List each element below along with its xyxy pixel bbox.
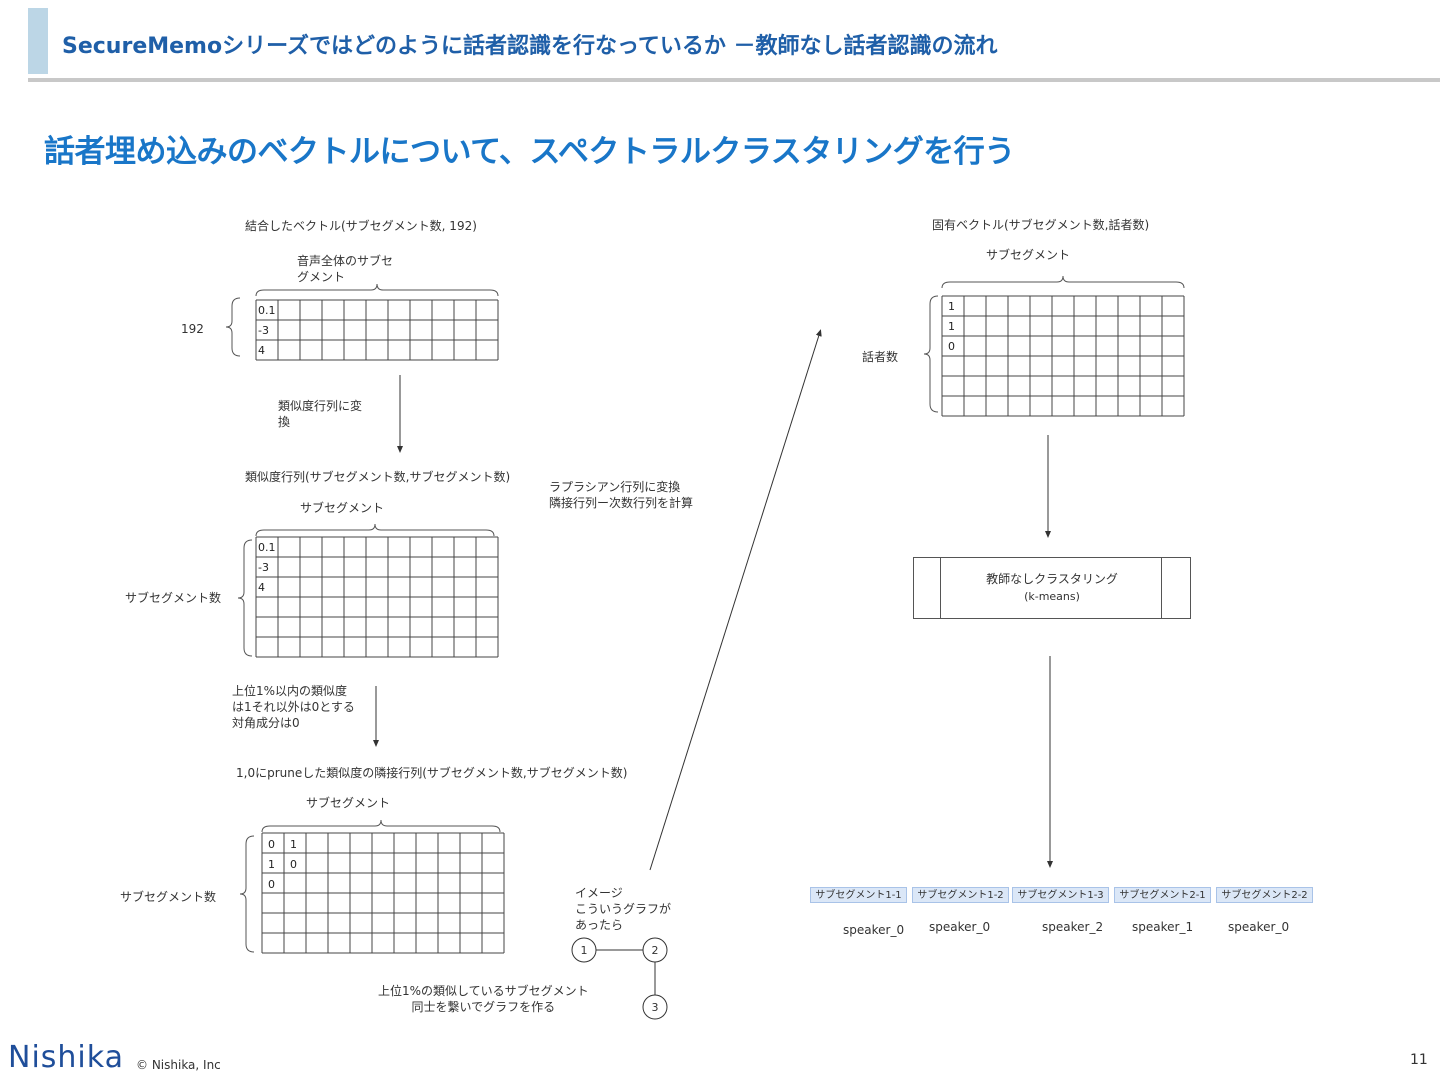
- graph-node-2: [642, 937, 668, 963]
- matrix1-col-brace: [255, 283, 499, 297]
- segment-box: サブセグメント1-1: [810, 887, 907, 903]
- eigen-matrix-row-label: 話者数: [862, 350, 899, 364]
- matrix2-row-label: サブセグメント数: [125, 591, 222, 605]
- eigen-matrix-row-brace: [923, 295, 939, 413]
- header-divider: [28, 78, 1440, 82]
- matrix1-row-brace: [225, 297, 241, 357]
- speaker-label: speaker_1: [1132, 920, 1194, 934]
- matrix1-cell: 4: [258, 344, 265, 357]
- matrix3-cell: 1: [268, 858, 275, 871]
- matrix3-col-brace: [261, 819, 501, 833]
- page-number: 11: [1410, 1052, 1428, 1068]
- matrix2-cell: 0.1: [258, 541, 276, 554]
- matrix1-col-label: 音声全体のサブセ グメント: [297, 254, 394, 284]
- matrix1-cell: 0.1: [258, 304, 276, 317]
- segment-box: サブセグメント1-2: [912, 887, 1009, 903]
- laplacian-note: ラプラシアン行列に変換 隣接行列ー次数行列を計算: [549, 480, 694, 510]
- matrix3-cell: 0: [268, 838, 275, 851]
- clustering-method: (k-means): [1024, 590, 1080, 603]
- matrix1-grid: [255, 299, 499, 361]
- step-similarity-note: 類似度行列に変 換: [278, 399, 363, 429]
- graph-caption: 上位1%の類似しているサブセグメント 同士を繋いでグラフを作る: [378, 984, 589, 1014]
- speaker-label: speaker_2: [1042, 920, 1104, 934]
- matrix3-cell: 0: [290, 858, 297, 871]
- graph-node-1: [571, 937, 597, 963]
- matrix2-title: 類似度行列(サブセグメント数,サブセグメント数): [245, 470, 511, 484]
- header-title: SecureMemoシリーズではどのように話者認識を行なっているか －教師なし話…: [62, 34, 998, 59]
- graph-note: イメージ こういうグラフが あったら: [575, 886, 672, 932]
- matrix3-grid: [261, 832, 505, 954]
- matrix2-col-brace: [255, 523, 495, 537]
- matrix2-grid: [255, 536, 499, 658]
- graph-node-3-label: 3: [652, 1001, 659, 1014]
- eigen-matrix-grid: [941, 295, 1185, 417]
- copyright: © Nishika, Inc: [136, 1058, 221, 1072]
- graph-node-3: [642, 994, 668, 1020]
- segment-box: サブセグメント1-3: [1012, 887, 1109, 903]
- nishika-logo: Nishika: [8, 1040, 124, 1075]
- speaker-label: speaker_0: [929, 920, 991, 934]
- eigen-matrix-cell: 0: [948, 340, 955, 353]
- speaker-label: speaker_0: [1228, 920, 1290, 934]
- matrix3-row-label: サブセグメント数: [120, 890, 217, 904]
- graph-node-2-label: 2: [652, 944, 659, 957]
- slide-title: 話者埋め込みのベクトルについて、スペクトラルクラスタリングを行う: [44, 134, 1015, 170]
- segment-box: サブセグメント2-1: [1114, 887, 1211, 903]
- eigen-matrix-cell: 1: [948, 320, 955, 333]
- matrix2-col-label: サブセグメント: [300, 501, 385, 515]
- matrix2-cell: 4: [258, 581, 265, 594]
- header-accent-bar: [28, 8, 48, 74]
- speaker-label: speaker_0: [843, 923, 905, 937]
- matrix3-row-brace: [239, 835, 255, 953]
- step-prune-note: 上位1%以内の類似度 は1それ以外は0とする 対角成分は0: [232, 684, 355, 730]
- eigen-matrix-title: 固有ベクトル(サブセグメント数,話者数): [932, 218, 1150, 232]
- clustering-title: 教師なしクラスタリング: [986, 572, 1118, 586]
- matrix2-cell: -3: [258, 561, 269, 574]
- matrix3-cell: 0: [268, 878, 275, 891]
- eigen-matrix-col-brace: [941, 275, 1185, 289]
- graph-node-1-label: 1: [581, 944, 588, 957]
- matrix1-row-label: 192: [181, 322, 204, 336]
- matrix2-row-brace: [237, 539, 253, 657]
- example-graph: 1 2 3: [571, 937, 668, 1020]
- matrix3-cell: 1: [290, 838, 297, 851]
- eigen-matrix-cell: 1: [948, 300, 955, 313]
- eigen-matrix-col-label: サブセグメント: [986, 248, 1071, 262]
- clustering-box: 教師なしクラスタリング (k-means): [913, 557, 1191, 619]
- matrix1-cell: -3: [258, 324, 269, 337]
- matrix3-title: 1,0にpruneした類似度の隣接行列(サブセグメント数,サブセグメント数): [236, 766, 628, 780]
- arrow-to-eigenvectors: [649, 329, 822, 871]
- segment-box: サブセグメント2-2: [1216, 887, 1313, 903]
- matrix3-col-label: サブセグメント: [306, 796, 391, 810]
- matrix1-title: 結合したベクトル(サブセグメント数, 192): [245, 219, 477, 233]
